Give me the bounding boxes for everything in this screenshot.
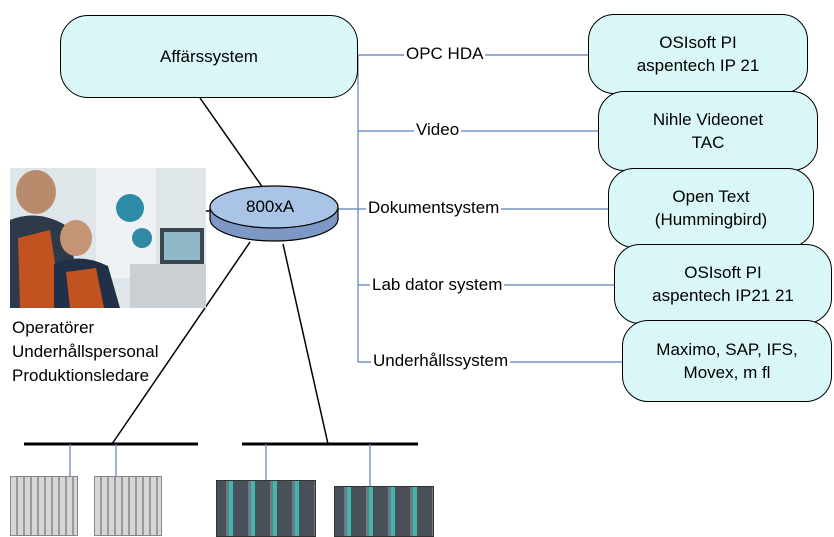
hub-link-left bbox=[111, 241, 251, 445]
connection-label-lab: Lab dator system bbox=[370, 275, 505, 295]
business-link bbox=[199, 97, 269, 196]
target-line: TAC bbox=[691, 133, 725, 152]
operators-photo-art bbox=[10, 168, 206, 308]
io-rack-icon bbox=[94, 476, 162, 536]
operators-line: Produktionsledare bbox=[12, 366, 150, 385]
operators-caption: Operatörer Underhållspersonal Produktion… bbox=[12, 316, 158, 388]
connection-label-underhall: Underhållssystem bbox=[371, 351, 511, 371]
hub-link-right bbox=[282, 243, 329, 445]
target-box-lab: OSIsoft PI aspentech IP21 21 bbox=[614, 244, 832, 324]
operators-line: Underhållspersonal bbox=[12, 342, 159, 361]
operators-line: Operatörer bbox=[12, 318, 95, 337]
target-box-video: Nihle Videonet TAC bbox=[598, 91, 818, 171]
hub-800xa-icon bbox=[209, 185, 339, 242]
target-line: OSIsoft PI bbox=[684, 263, 762, 282]
connection-label-opc: OPC HDA bbox=[404, 44, 486, 64]
plc-icon bbox=[334, 486, 434, 537]
hub-label: 800xA bbox=[246, 197, 295, 216]
business-system-box: Affärssystem bbox=[60, 15, 358, 98]
target-line: Nihle Videonet bbox=[652, 110, 764, 129]
target-line: OSIsoft PI bbox=[659, 33, 737, 52]
target-line: (Hummingbird) bbox=[654, 210, 768, 229]
target-box-opc: OSIsoft PI aspentech IP 21 bbox=[588, 14, 808, 94]
target-line: Movex, m fl bbox=[683, 363, 771, 382]
plc-icon bbox=[216, 480, 316, 537]
operators-photo bbox=[10, 168, 206, 308]
target-line: aspentech IP 21 bbox=[636, 56, 760, 75]
connection-label-video: Video bbox=[414, 120, 462, 140]
target-line: aspentech IP21 21 bbox=[652, 286, 794, 305]
target-box-underhall: Maximo, SAP, IFS, Movex, m fl bbox=[622, 320, 832, 402]
target-line: Maximo, SAP, IFS, bbox=[656, 340, 798, 359]
io-rack-icon bbox=[10, 476, 78, 536]
target-box-dok: Open Text (Hummingbird) bbox=[608, 168, 814, 248]
connection-label-dok: Dokumentsystem bbox=[366, 198, 502, 218]
target-line: Open Text bbox=[672, 187, 750, 206]
business-system-label: Affärssystem bbox=[160, 47, 258, 66]
